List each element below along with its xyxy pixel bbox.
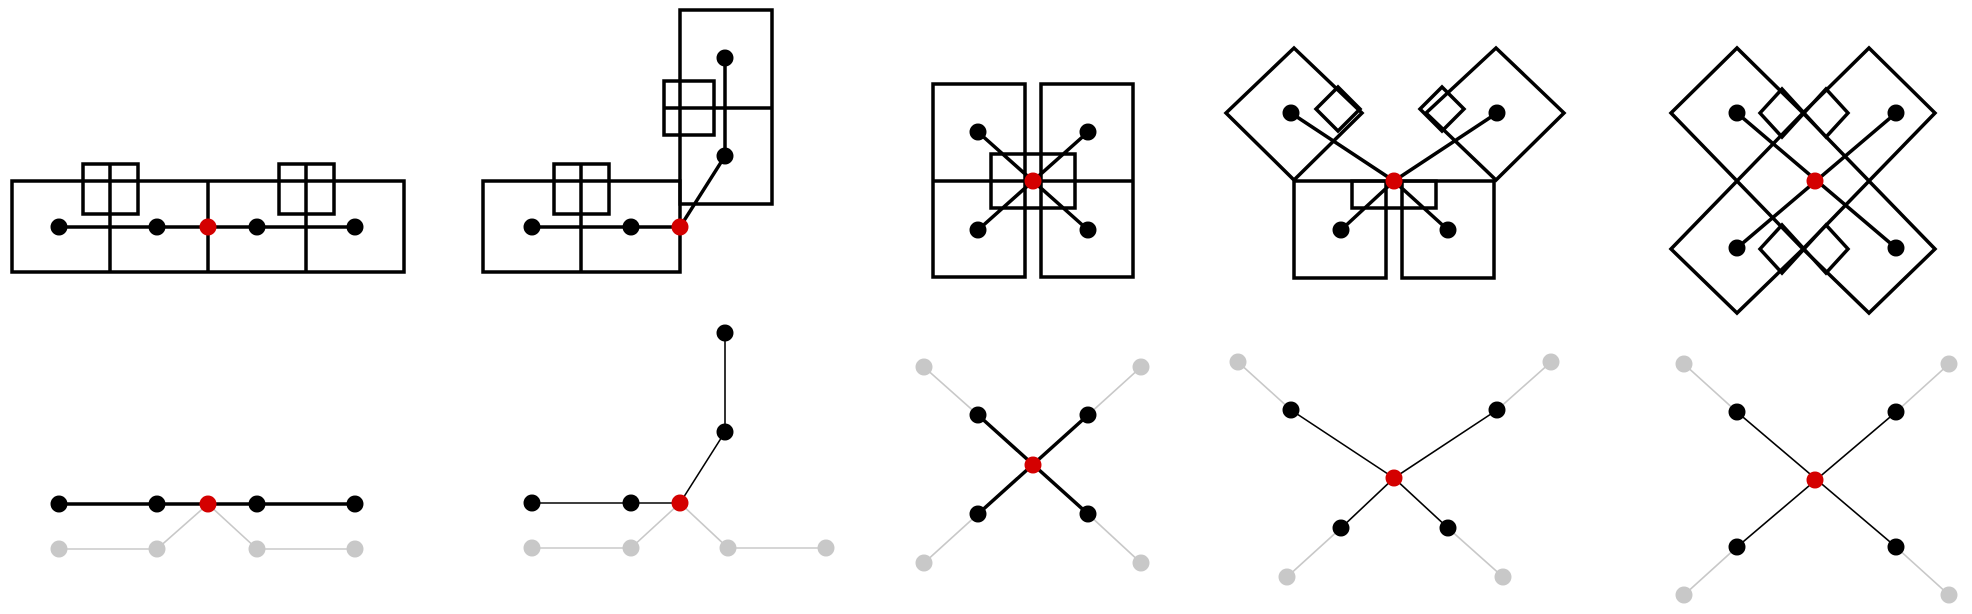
node [248, 218, 266, 236]
node [248, 495, 266, 513]
node [716, 324, 734, 342]
ghost-node [523, 539, 541, 557]
panel-4-tiling [1223, 45, 1567, 280]
ghost-node [50, 540, 68, 558]
node [1079, 221, 1097, 239]
panel-5-graph [1675, 355, 1958, 604]
node [523, 494, 541, 512]
node [50, 495, 68, 513]
node [1887, 538, 1905, 556]
node [148, 218, 166, 236]
ghost-node [1940, 586, 1958, 604]
center-node [1024, 172, 1042, 190]
node [716, 147, 734, 165]
node [1887, 403, 1905, 421]
node [1332, 519, 1350, 537]
node [969, 123, 987, 141]
ghost-node [915, 554, 933, 572]
ghost-node [1542, 353, 1560, 371]
ghost-node [1278, 568, 1296, 586]
ghost-node [1494, 568, 1512, 586]
node [1439, 221, 1457, 239]
ghost-node [1229, 353, 1247, 371]
ghost-node [817, 539, 835, 557]
node [50, 218, 68, 236]
ghost-node [248, 540, 266, 558]
center-node [1024, 456, 1042, 474]
panel-3-graph [915, 358, 1150, 572]
node [346, 218, 364, 236]
ghost-node [148, 540, 166, 558]
node [969, 505, 987, 523]
node [1079, 406, 1097, 424]
panel-2-tiling [481, 8, 774, 274]
ghost-node [622, 539, 640, 557]
node [969, 406, 987, 424]
node [148, 495, 166, 513]
node [969, 221, 987, 239]
node [523, 218, 541, 236]
center-node [1385, 172, 1403, 190]
node [716, 423, 734, 441]
panel-2-graph [523, 324, 835, 557]
node [1488, 104, 1506, 122]
node [346, 495, 364, 513]
node [716, 49, 734, 67]
center-node [1806, 172, 1824, 190]
node [1728, 239, 1746, 257]
node [1282, 104, 1300, 122]
node [1728, 538, 1746, 556]
node [1887, 239, 1905, 257]
center-node [199, 495, 217, 513]
ghost-node [1675, 586, 1693, 604]
panel-1-graph [50, 495, 364, 558]
node [622, 494, 640, 512]
node [1439, 519, 1457, 537]
ghost-node [915, 358, 933, 376]
node [622, 218, 640, 236]
ghost-node [1132, 358, 1150, 376]
node [1079, 123, 1097, 141]
center-node [1385, 469, 1403, 487]
node [1332, 221, 1350, 239]
node [1282, 401, 1300, 419]
ghost-node [1132, 554, 1150, 572]
node [1728, 104, 1746, 122]
panel-5-tiling [1668, 45, 1938, 316]
center-node [199, 218, 217, 236]
ghost-node [1675, 355, 1693, 373]
node [1488, 401, 1506, 419]
panel-1-tiling [10, 162, 406, 274]
panel-3-tiling [931, 82, 1135, 279]
node [1079, 505, 1097, 523]
ghost-node [1940, 355, 1958, 373]
center-node [671, 494, 689, 512]
ghost-node [346, 540, 364, 558]
node [1728, 403, 1746, 421]
node [1887, 104, 1905, 122]
panel-4-graph [1229, 353, 1560, 586]
center-node [671, 218, 689, 236]
ghost-node [719, 539, 737, 557]
center-node [1806, 471, 1824, 489]
